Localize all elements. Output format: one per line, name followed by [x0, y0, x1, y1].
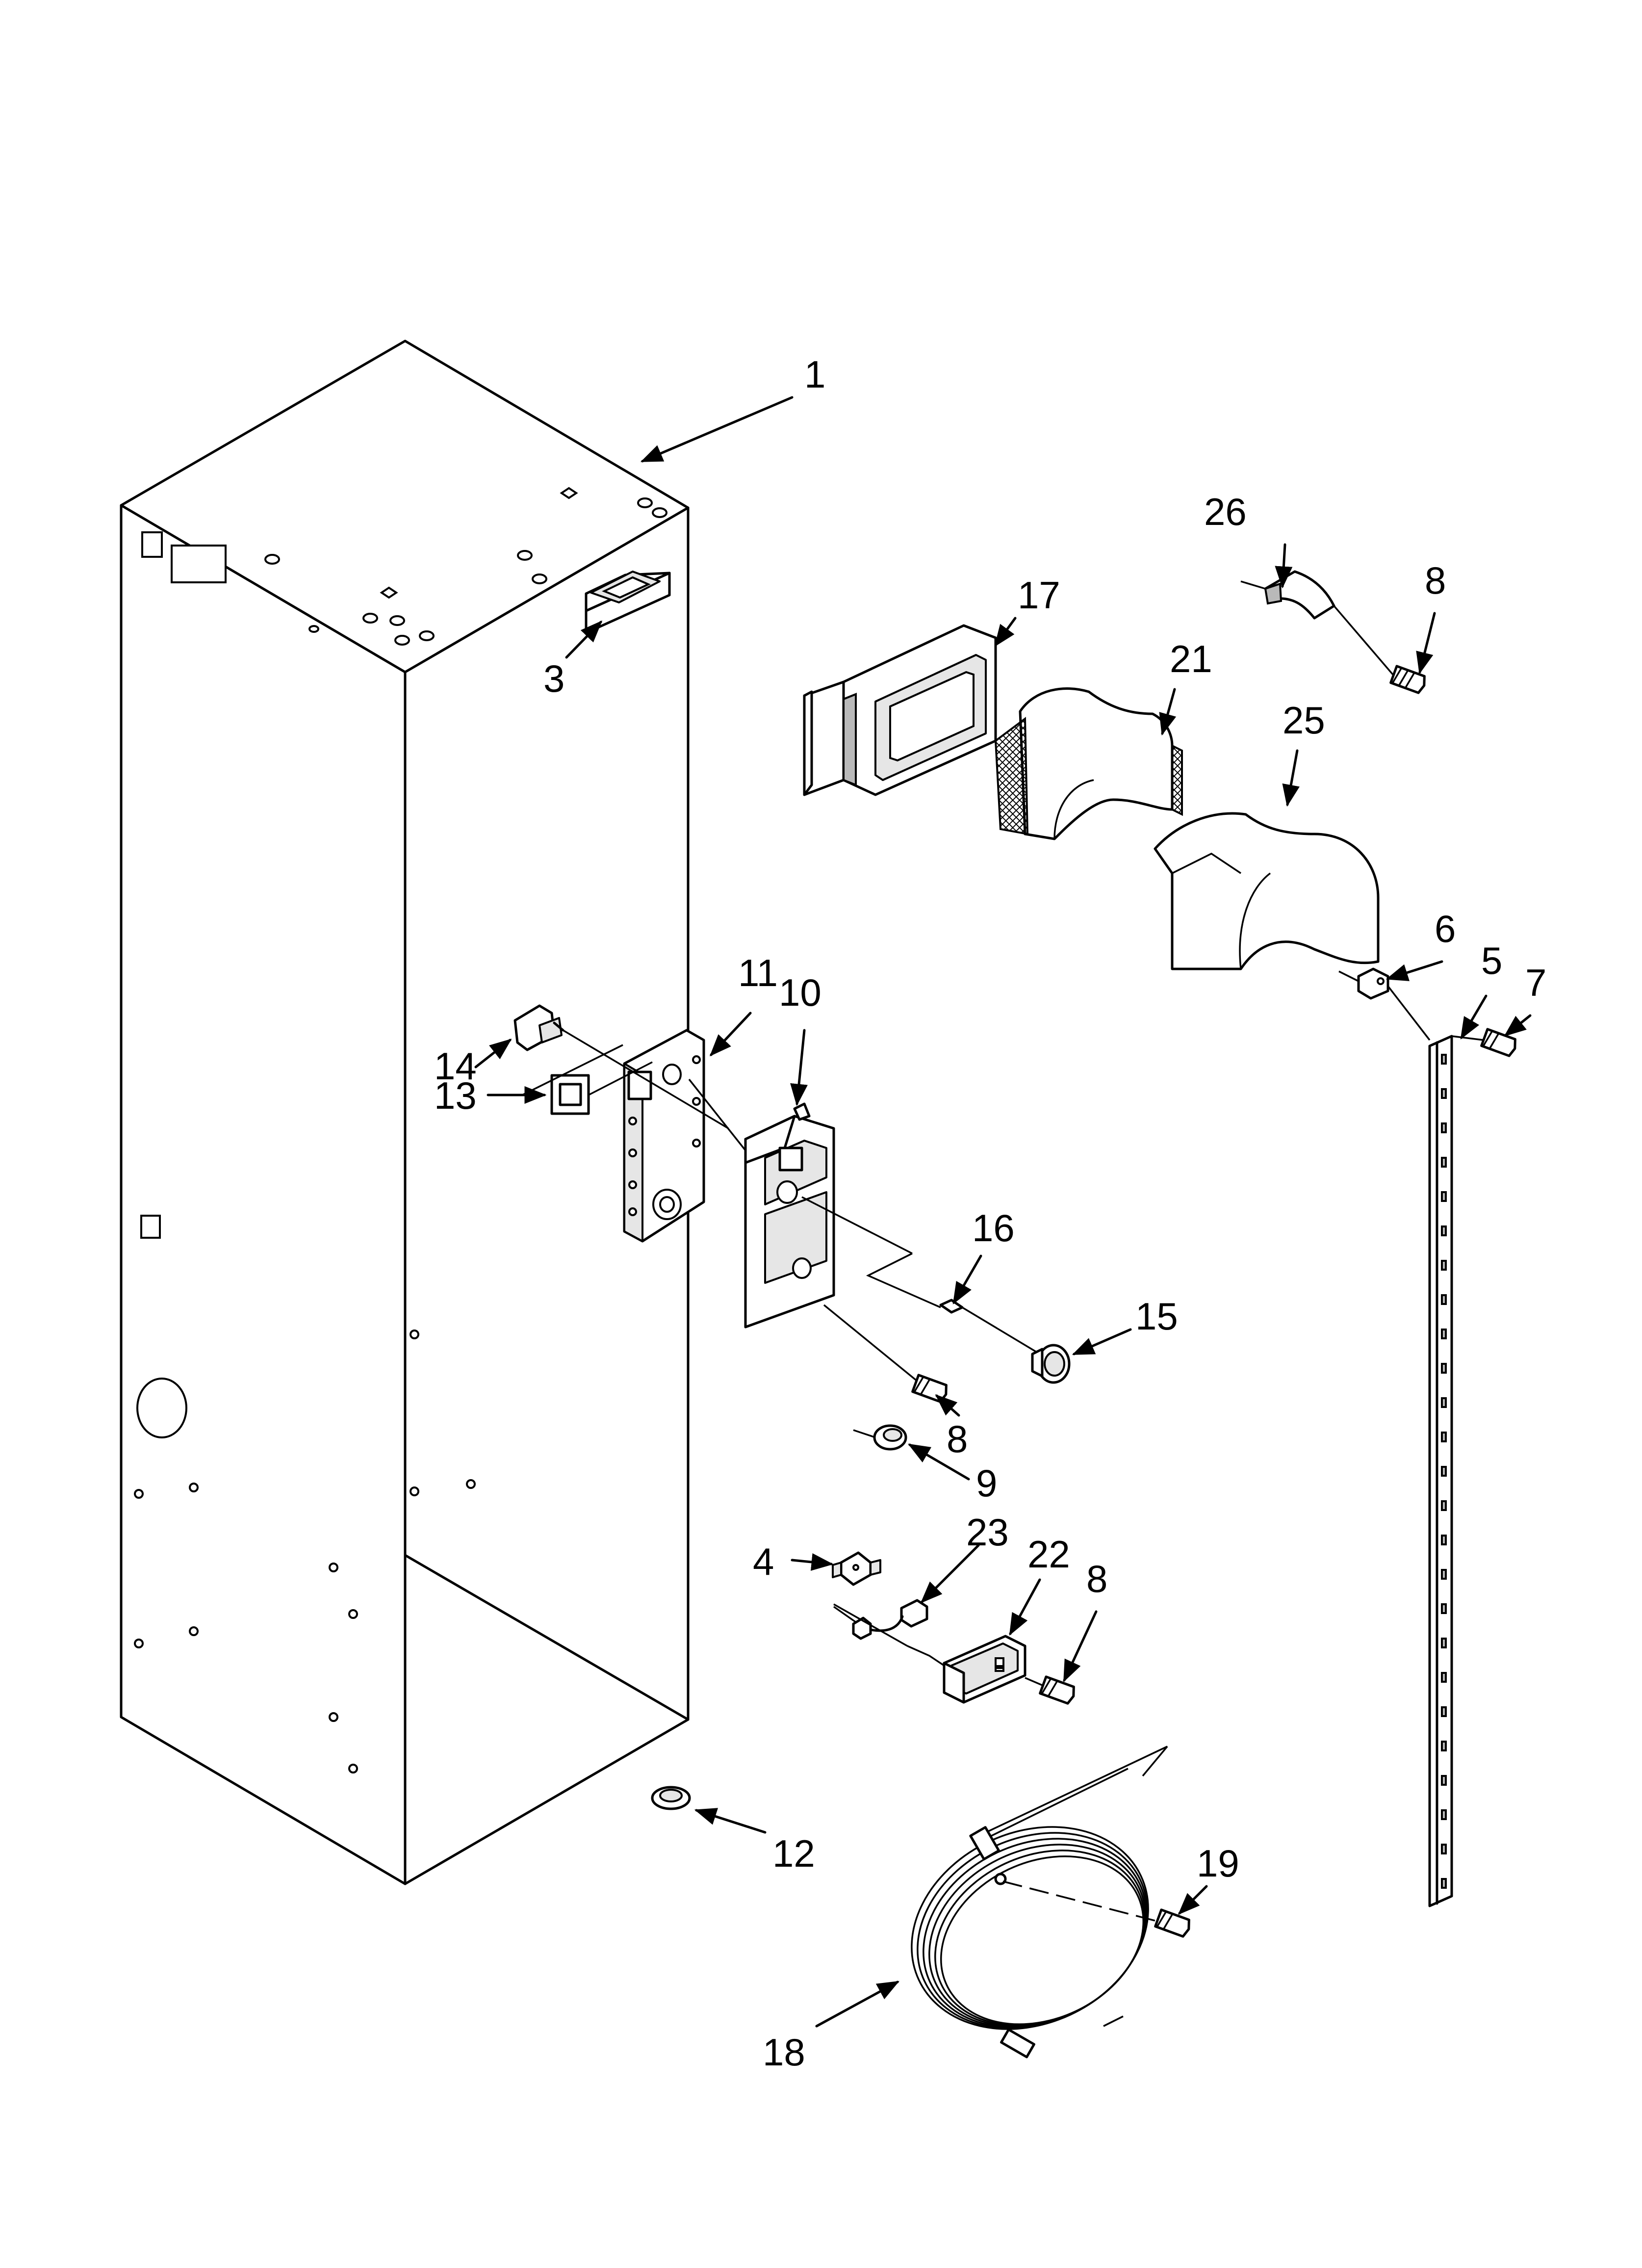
callout-4: 4: [753, 1540, 774, 1583]
callout-8-bottom: 8: [1086, 1557, 1107, 1600]
screw-part-8-bottom[interactable]: [1039, 1675, 1077, 1705]
gasket-part-13[interactable]: [550, 1074, 590, 1115]
callout-22: 22: [1027, 1533, 1070, 1576]
screw-part-8-middle[interactable]: [911, 1374, 949, 1403]
top-holes: [264, 487, 667, 646]
drain-plug-part-12[interactable]: [651, 1786, 691, 1810]
side-screw-holes: [410, 1330, 476, 1496]
side-slot: [140, 1215, 161, 1239]
foam-insulation-part-21[interactable]: [994, 687, 1183, 840]
clip-part-16[interactable]: [939, 1299, 964, 1314]
callout-18: 18: [763, 2031, 805, 2074]
callout-23: 23: [966, 1511, 1009, 1554]
callout-21: 21: [1170, 637, 1212, 680]
callout-19: 19: [1197, 1842, 1239, 1885]
screw-part-8-top[interactable]: [1389, 665, 1427, 694]
callout-12: 12: [772, 1832, 815, 1875]
callout-17: 17: [1018, 574, 1060, 617]
callout-8-top: 8: [1425, 559, 1446, 602]
hinge-plate-part-11[interactable]: [623, 1029, 705, 1243]
drain-hole: [136, 1378, 187, 1438]
callout-3: 3: [543, 657, 564, 700]
rail-slots: [1441, 1054, 1447, 1889]
connector-part-23[interactable]: [833, 1599, 928, 1640]
front-screw-holes: [134, 1483, 358, 1773]
callout-7: 7: [1525, 961, 1546, 1004]
callout-6: 6: [1435, 907, 1456, 950]
callout-1: 1: [804, 353, 825, 396]
callout-8-middle: 8: [947, 1417, 968, 1460]
callout-5: 5: [1481, 939, 1502, 982]
air-duct-part-17[interactable]: [803, 624, 997, 796]
plug-part-9[interactable]: [873, 1424, 907, 1451]
callout-13: 13: [434, 1074, 477, 1117]
callout-9: 9: [976, 1461, 997, 1505]
screw-part-7[interactable]: [1480, 1028, 1518, 1057]
grommet-part-15[interactable]: [1031, 1344, 1071, 1384]
clip-part-4[interactable]: [832, 1551, 881, 1586]
screw-part-19[interactable]: [1154, 1908, 1192, 1938]
front-slot-large: [171, 545, 227, 583]
callout-26: 26: [1204, 490, 1247, 533]
clip-part-26[interactable]: [1264, 570, 1335, 620]
foam-cover-part-25[interactable]: [1154, 812, 1380, 970]
wire-harness-part-18[interactable]: [878, 1746, 1181, 2066]
callout-11: 11: [738, 951, 778, 994]
spacer-part-6[interactable]: [1357, 967, 1389, 1000]
cabinet-liner-part-1[interactable]: [120, 339, 690, 1885]
bracket-part-10[interactable]: [744, 1102, 835, 1329]
plug-part-14[interactable]: [513, 1004, 564, 1051]
callout-14: 14: [434, 1044, 477, 1088]
callout-labels: 1 3 4 5 6 7 8 8 8 9 10 11 12 13 14 15 16…: [434, 353, 1546, 2074]
callout-25: 25: [1283, 699, 1325, 742]
front-slot-small: [141, 531, 163, 558]
callout-16: 16: [972, 1206, 1015, 1250]
leader-arrows: [474, 396, 1532, 2028]
callout-15: 15: [1135, 1295, 1178, 1338]
shelf-rail-part-5[interactable]: [1428, 1035, 1453, 1907]
control-part-22[interactable]: [943, 1635, 1026, 1704]
hinge-plate-holes: [628, 1055, 701, 1216]
callout-10: 10: [779, 971, 821, 1014]
